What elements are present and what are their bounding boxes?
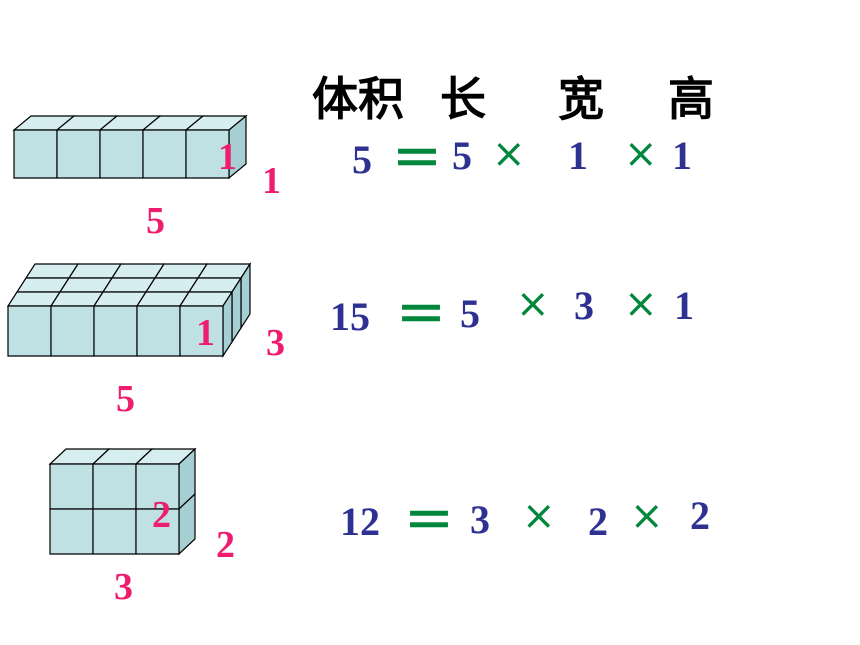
- row3-cube-front: [92, 463, 137, 510]
- row2-times-2: ×: [624, 281, 658, 327]
- row2-dim-bottom: 5: [116, 378, 135, 420]
- row3-cube-front: [49, 463, 94, 510]
- row1-dim-bottom: 5: [146, 200, 165, 242]
- header-height: 高: [668, 72, 714, 126]
- row3-times-1: ×: [522, 493, 556, 539]
- row3-times-2: ×: [630, 493, 664, 539]
- row1-cube-front: [142, 129, 187, 179]
- row2-length: 5: [460, 291, 480, 336]
- row3-dim-side: 2: [216, 524, 235, 566]
- row3-dim-bottom: 3: [114, 566, 133, 608]
- header-width: 宽: [558, 72, 604, 126]
- row2-dim-side: 3: [266, 322, 285, 364]
- row3-width: 2: [588, 499, 608, 544]
- row3-dim-front: 2: [152, 494, 171, 536]
- row1-equals: ＝: [392, 131, 442, 187]
- row2-cube-front: [179, 305, 224, 357]
- row2-times-1: ×: [516, 281, 550, 327]
- row3-cube-front: [135, 508, 180, 555]
- row1-width: 1: [568, 133, 588, 178]
- row2-equals: ＝: [396, 287, 446, 343]
- row2-cube-front: [50, 305, 95, 357]
- row1-cube-front: [185, 129, 230, 179]
- row1-dim-side: 1: [262, 160, 281, 202]
- row1-length: 5: [452, 133, 472, 178]
- row3-cube-front: [49, 508, 94, 555]
- row1-cube-front: [99, 129, 144, 179]
- row1-height: 1: [672, 133, 692, 178]
- row1-cube-front: [56, 129, 101, 179]
- header-length: 长: [440, 72, 486, 126]
- header-volume: 体积: [312, 72, 404, 126]
- row2-cube-front: [7, 305, 52, 357]
- row2-volume: 15: [330, 294, 370, 339]
- row3-cube-front: [92, 508, 137, 555]
- row1-cube-front: [13, 129, 58, 179]
- row2-width: 3: [574, 283, 594, 328]
- row3-length: 3: [470, 497, 490, 542]
- row2-height: 1: [674, 283, 694, 328]
- row3-volume: 12: [340, 499, 380, 544]
- row1-volume: 5: [352, 137, 372, 182]
- row1-times-2: ×: [624, 131, 658, 177]
- row2-cube-front: [136, 305, 181, 357]
- row3-height: 2: [690, 493, 710, 538]
- row3-equals: ＝: [404, 493, 454, 549]
- row1-times-1: ×: [492, 131, 526, 177]
- row2-dim-front: 1: [196, 312, 215, 354]
- row1-dim-front: 1: [218, 136, 237, 178]
- row2-cube-front: [93, 305, 138, 357]
